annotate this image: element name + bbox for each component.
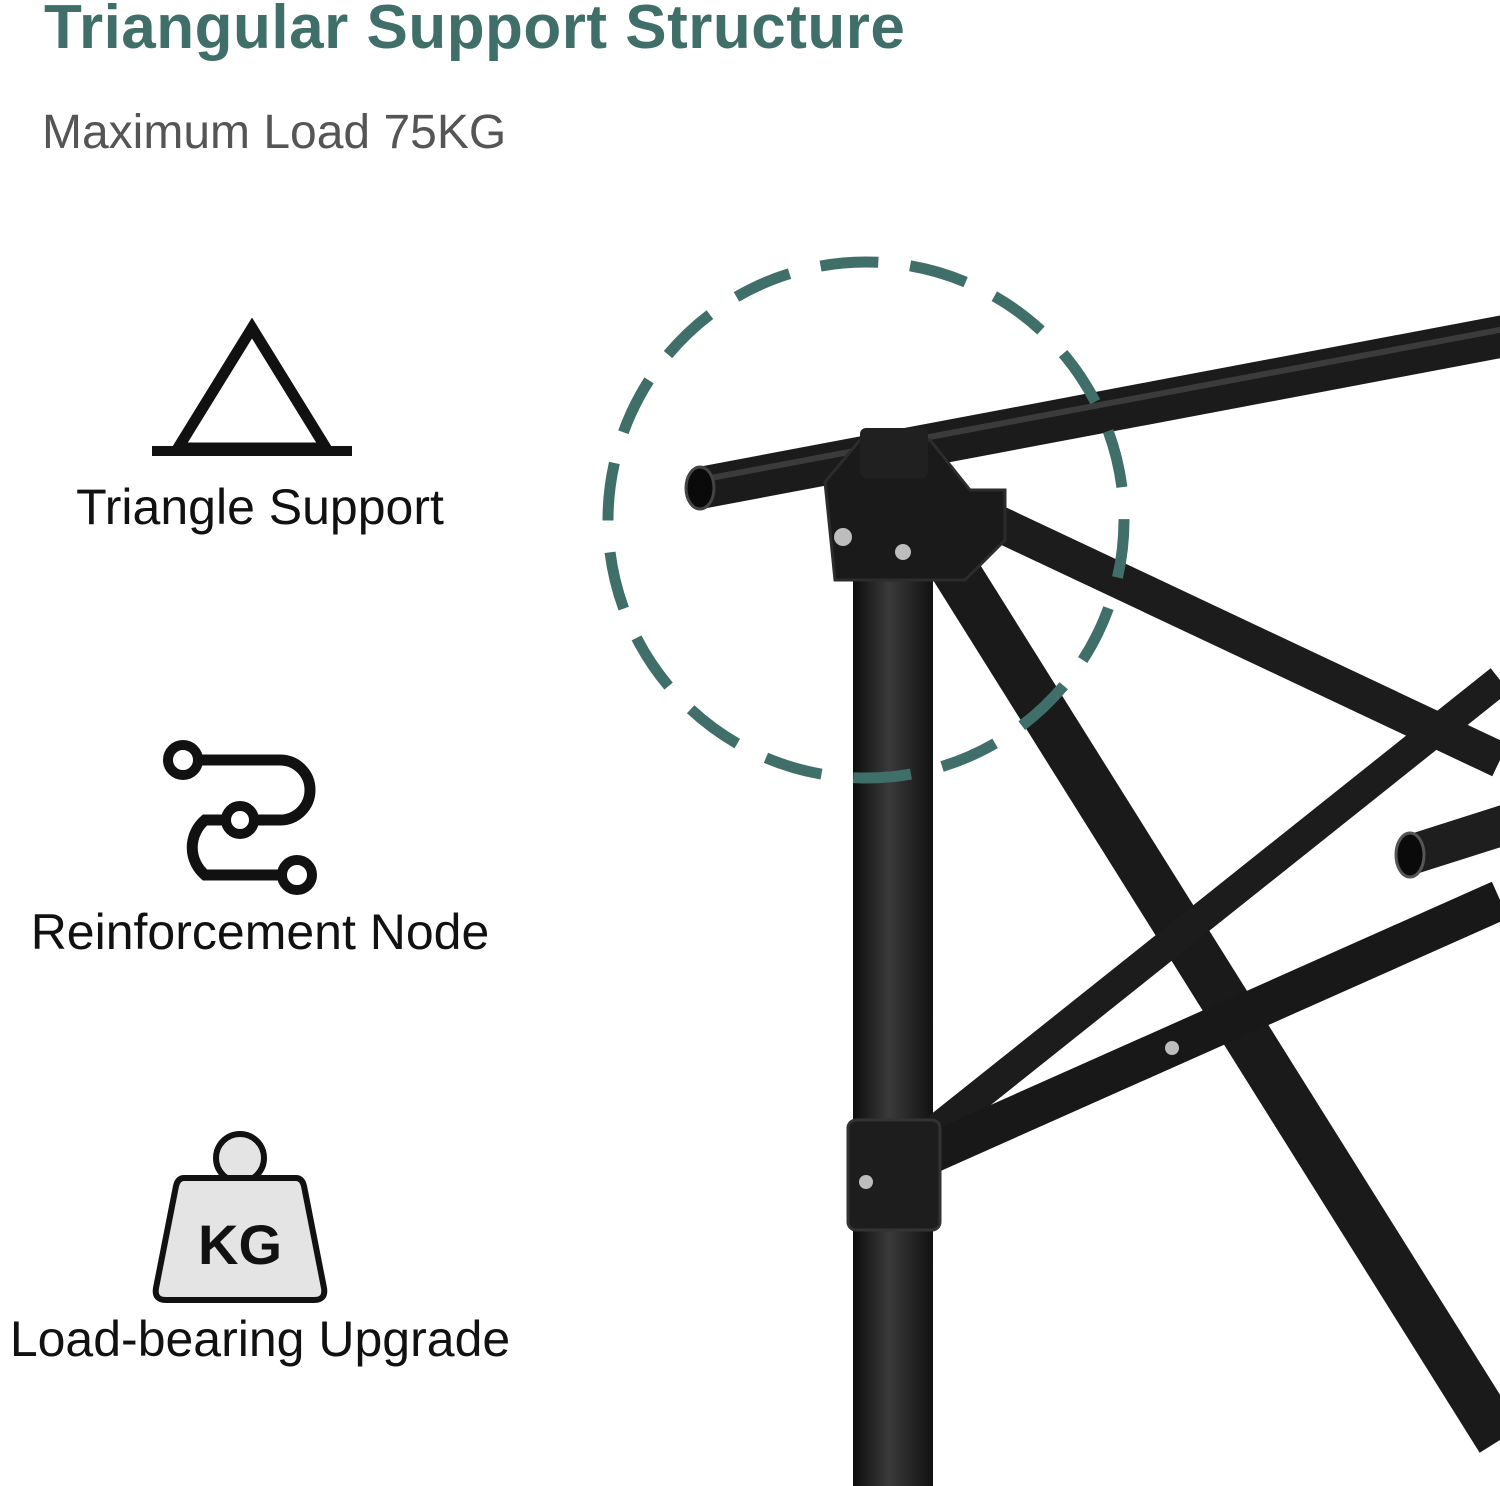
feature-label-triangle-support: Triangle Support bbox=[76, 479, 444, 535]
upper-brace-tube bbox=[972, 498, 1500, 777]
tube-stub-opening bbox=[1394, 831, 1426, 879]
rivet bbox=[834, 528, 852, 546]
feature-label-load-bearing-upgrade: Load-bearing Upgrade bbox=[9, 1311, 511, 1367]
cross-brace-tube bbox=[850, 668, 1500, 1202]
tube-end-opening bbox=[684, 465, 716, 511]
lower-brace-tube bbox=[851, 881, 1500, 1204]
highlight-dashed-circle bbox=[602, 256, 1130, 784]
triangle-icon bbox=[152, 318, 352, 456]
diagonal-leg-tube bbox=[909, 517, 1500, 1453]
node-path-icon bbox=[163, 740, 317, 895]
rivet bbox=[895, 544, 911, 560]
lower-joint-collar bbox=[846, 1118, 942, 1232]
rivet bbox=[1165, 1041, 1179, 1055]
vertical-leg-tube bbox=[853, 540, 933, 1486]
chair-frame-illustration bbox=[602, 256, 1500, 1486]
feature-label-reinforcement-node: Reinforcement Node bbox=[30, 904, 490, 960]
page-subtitle: Maximum Load 75KG bbox=[42, 106, 507, 159]
kg-label: KG bbox=[198, 1213, 282, 1276]
rivet bbox=[859, 1175, 873, 1189]
kg-weight-icon: KG bbox=[152, 1131, 328, 1303]
top-rail-tube bbox=[696, 315, 1500, 509]
page-title: Triangular Support Structure bbox=[44, 0, 906, 62]
